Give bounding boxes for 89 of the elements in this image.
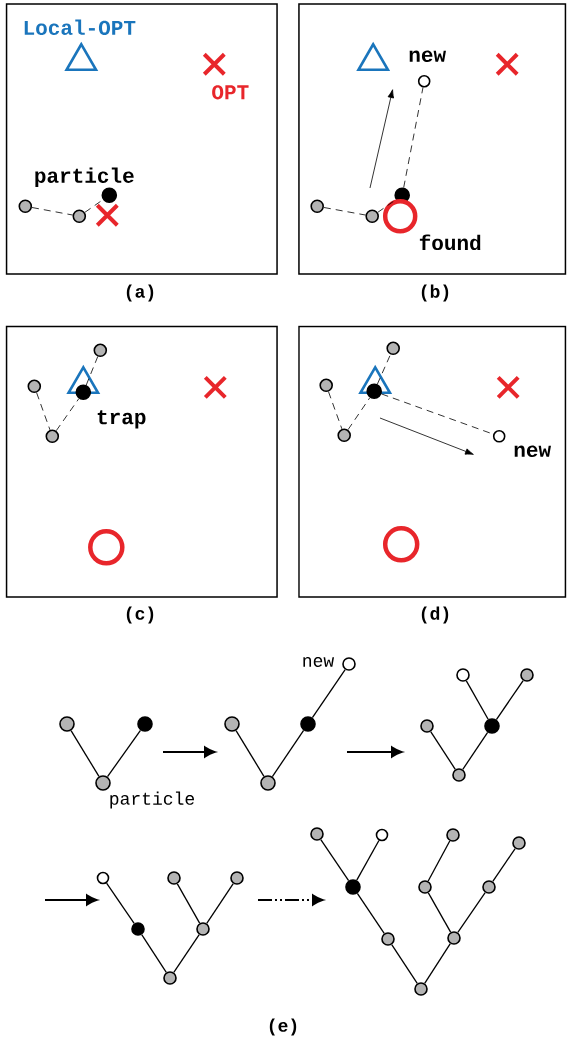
connector-line bbox=[376, 354, 391, 385]
particle-marker bbox=[484, 718, 500, 734]
connector-line bbox=[106, 729, 142, 778]
particle-marker bbox=[337, 428, 351, 443]
marker-label: Local-OPT bbox=[24, 19, 136, 35]
particle-marker bbox=[365, 209, 379, 224]
particle-marker bbox=[447, 931, 461, 945]
connector-line bbox=[391, 944, 418, 984]
particle-marker bbox=[72, 209, 87, 224]
panel-caption: (b) bbox=[421, 284, 449, 302]
ring-marker bbox=[382, 526, 420, 563]
connector-line bbox=[356, 839, 380, 881]
particle-marker bbox=[131, 922, 145, 936]
particle-marker bbox=[456, 668, 470, 682]
connector-line bbox=[347, 397, 371, 431]
particle-marker bbox=[381, 932, 395, 946]
connector-line bbox=[235, 730, 265, 777]
particle-marker bbox=[260, 775, 276, 791]
particle-marker bbox=[512, 836, 526, 850]
particle-marker bbox=[93, 343, 108, 358]
particle-marker bbox=[96, 871, 110, 885]
particle-marker bbox=[310, 827, 324, 841]
particle-marker bbox=[163, 971, 177, 985]
particle-marker bbox=[45, 429, 60, 444]
particle-marker bbox=[196, 922, 210, 936]
particle-marker bbox=[414, 982, 428, 996]
connector-line bbox=[55, 398, 80, 432]
panel-caption: (a) bbox=[126, 284, 154, 302]
connector-line bbox=[356, 892, 385, 934]
connector-line bbox=[462, 731, 489, 770]
panel-caption: (d) bbox=[421, 606, 449, 624]
particle-marker bbox=[386, 341, 400, 356]
connector-line bbox=[70, 730, 100, 777]
connector-line bbox=[465, 680, 489, 720]
cross-marker bbox=[495, 52, 520, 77]
particle-marker bbox=[300, 716, 316, 732]
particle-marker bbox=[59, 716, 75, 732]
particle-marker bbox=[167, 871, 181, 885]
connector-line bbox=[176, 883, 201, 924]
connector-line bbox=[141, 934, 167, 973]
connector-line bbox=[424, 943, 451, 984]
particle-marker bbox=[27, 379, 42, 394]
marker-label: trap bbox=[97, 410, 146, 429]
cross-marker bbox=[496, 375, 521, 400]
connector-line bbox=[36, 392, 51, 431]
connector-line bbox=[320, 839, 350, 882]
marker-label: particle bbox=[110, 791, 194, 809]
connector-line bbox=[31, 207, 73, 216]
connector-line bbox=[403, 87, 424, 188]
particle-marker bbox=[452, 768, 466, 782]
panel-caption: (c) bbox=[126, 606, 154, 624]
particle-marker bbox=[520, 668, 534, 682]
connector-line bbox=[457, 891, 486, 934]
marker-label: new bbox=[409, 50, 446, 62]
particle-marker bbox=[375, 828, 389, 842]
connector-line bbox=[430, 731, 456, 770]
marker-label: particle bbox=[35, 167, 134, 188]
particle-marker bbox=[224, 716, 240, 732]
particle-marker bbox=[420, 719, 434, 733]
connector-line bbox=[271, 729, 305, 778]
connector-line bbox=[206, 883, 234, 924]
particle-marker bbox=[418, 880, 432, 894]
connector-line bbox=[311, 668, 346, 719]
particle-marker bbox=[18, 199, 33, 214]
cross-marker bbox=[95, 203, 120, 228]
particle-marker bbox=[137, 716, 153, 732]
particle-marker bbox=[446, 828, 460, 842]
marker-label: new bbox=[514, 445, 551, 458]
connector-line bbox=[492, 847, 516, 883]
connector-line bbox=[328, 391, 343, 430]
marker-label: found bbox=[419, 234, 481, 251]
connector-line bbox=[427, 892, 452, 933]
marker-label: new bbox=[303, 657, 334, 667]
particle-marker bbox=[230, 871, 244, 885]
connector-line bbox=[105, 882, 135, 925]
panel-caption: (e) bbox=[269, 1018, 297, 1036]
marker-label: OPT bbox=[212, 85, 249, 100]
cross-marker bbox=[203, 375, 228, 400]
particle-marker bbox=[482, 880, 496, 894]
connector-line bbox=[85, 356, 99, 386]
particle-marker bbox=[366, 383, 382, 400]
connector-line bbox=[323, 207, 366, 216]
connector-line bbox=[173, 934, 200, 973]
particle-marker bbox=[319, 378, 333, 393]
ring-marker bbox=[88, 529, 125, 566]
particle-marker bbox=[310, 199, 324, 214]
connector-line bbox=[427, 840, 451, 882]
connector-line bbox=[495, 679, 524, 721]
particle-marker bbox=[345, 879, 361, 895]
